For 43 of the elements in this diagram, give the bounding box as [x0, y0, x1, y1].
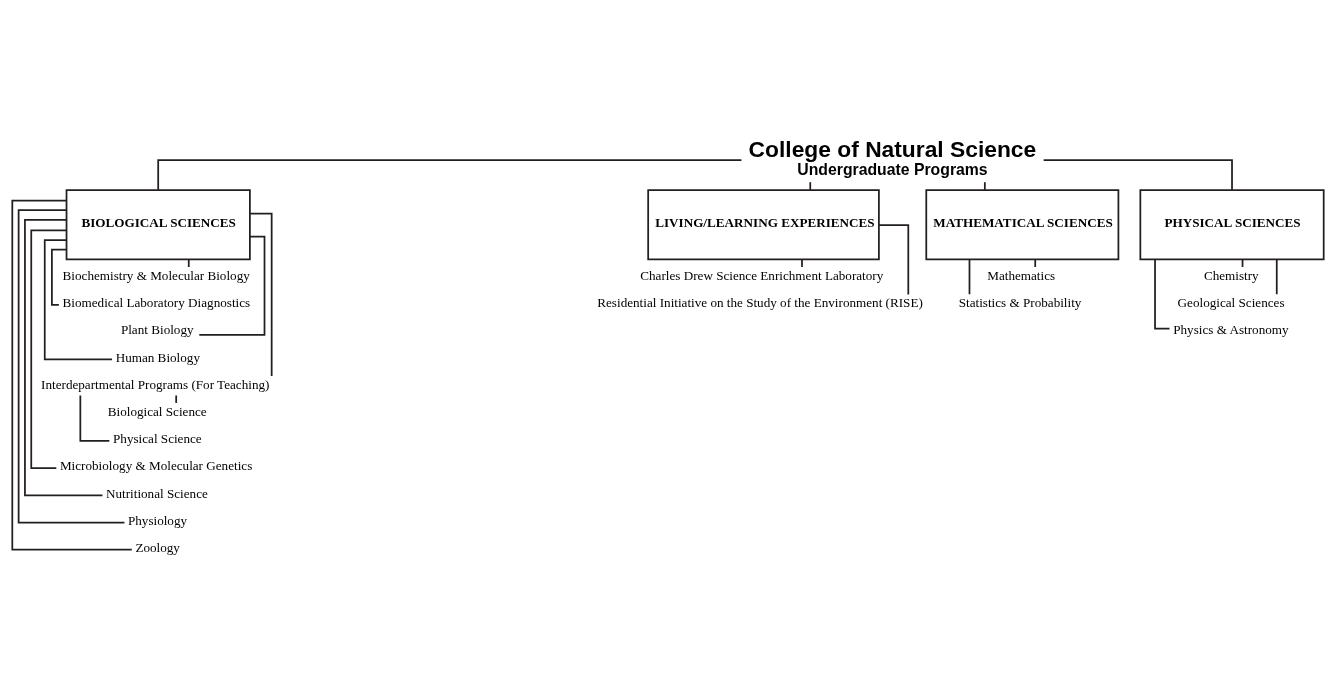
node-text: Zoology: [135, 539, 180, 555]
connector: [1275, 258, 1278, 296]
connector: [79, 394, 111, 442]
connector: [249, 212, 273, 377]
connector: [809, 181, 812, 191]
node-text: Physics & Astronomy: [1173, 322, 1289, 338]
connector: [198, 235, 266, 336]
node-text: College of Natural Science Undergraduate Programs: [748, 136, 1037, 178]
node-text: Physiology: [127, 512, 188, 528]
connector: [17, 209, 126, 524]
connector: [187, 258, 190, 268]
connector: [43, 239, 113, 361]
node-text: Human Biology: [115, 349, 200, 365]
node-text: Statistics & Probability: [958, 295, 1082, 311]
node-box: LIVING/LEARNING EXPERIENCES: [647, 189, 880, 261]
node-text: Charles Drew Science Enrichment Laboratory: [640, 267, 884, 283]
node-text: Mathematics: [987, 267, 1056, 283]
node-text: Geological Sciences: [1177, 295, 1285, 311]
connector: [24, 218, 104, 497]
node-text: Biological Science: [107, 403, 207, 419]
connector: [801, 258, 803, 268]
connector: [1042, 159, 1233, 191]
node-text: Residential Initiative on the Study of the Environment (RISE): [597, 295, 923, 311]
connector: [157, 159, 743, 191]
node-text: Microbiology & Molecular Genetics: [59, 458, 253, 474]
node-text: Biomedical Laboratory Diagnostics: [62, 295, 251, 311]
connector: [175, 394, 178, 404]
node-text: Plant Biology: [120, 322, 194, 338]
node-text: Chemistry: [1203, 267, 1259, 283]
node-text: Physical Science: [113, 431, 202, 447]
connector: [968, 258, 971, 296]
node-text: Interdepartmental Programs (For Teaching): [41, 376, 270, 392]
connector: [1034, 258, 1037, 268]
connector: [51, 248, 68, 306]
connector: [11, 199, 133, 551]
node-box: MATHEMATICAL SCIENCES: [925, 189, 1120, 261]
node-text: Nutritional Science: [106, 485, 208, 501]
connector: [983, 181, 986, 191]
node-box: PHYSICAL SCIENCES: [1139, 189, 1325, 261]
connector: [878, 224, 910, 296]
connector: [30, 229, 68, 469]
node-box: BIOLOGICAL SCIENCES: [65, 189, 251, 261]
node-text: Biochemistry & Molecular Biology: [62, 267, 250, 283]
